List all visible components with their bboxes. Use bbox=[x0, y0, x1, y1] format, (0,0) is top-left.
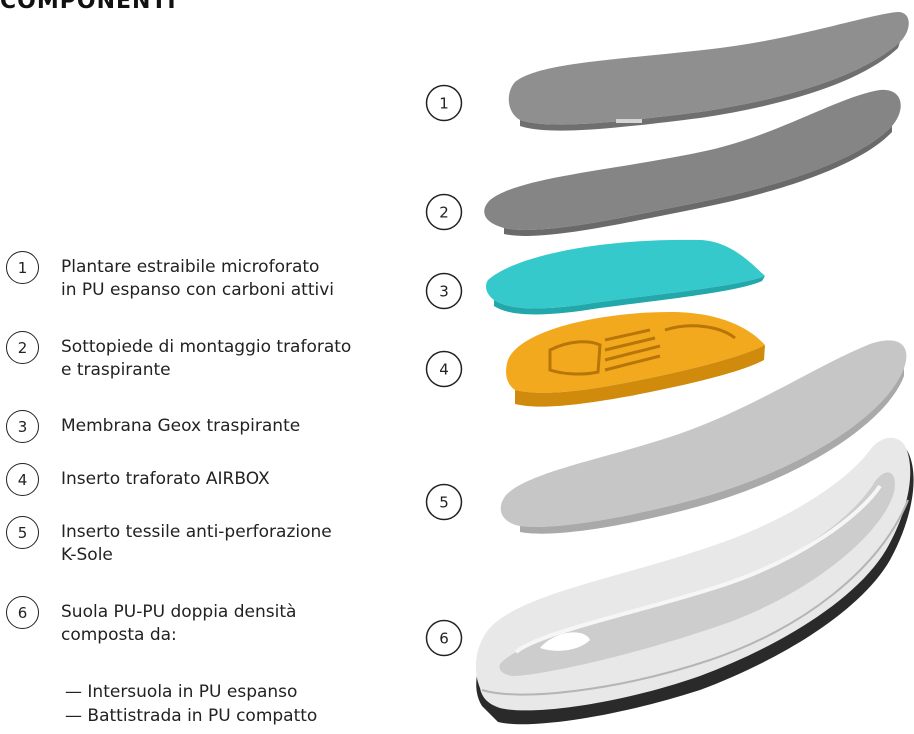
svg-text:6: 6 bbox=[439, 630, 449, 648]
svg-text:3: 3 bbox=[439, 283, 449, 301]
layer-marker-5: 5 bbox=[427, 485, 462, 520]
svg-text:1: 1 bbox=[439, 95, 449, 113]
layer-marker-1: 1 bbox=[427, 86, 462, 121]
exploded-sole-illustration: 1 2 3 4 5 6 bbox=[420, 0, 914, 730]
svg-text:4: 4 bbox=[439, 361, 449, 379]
sole-details-list: — Intersuola in PU espanso — Battistrada… bbox=[65, 680, 317, 728]
layer-marker-3: 3 bbox=[427, 274, 462, 309]
legend-text-5: Inserto tessile anti-perforazione K-Sole bbox=[61, 521, 332, 567]
legend-item-2: 2 Sottopiede di montaggio traforato e tr… bbox=[6, 331, 351, 382]
legend-item-4: 4 Inserto traforato AIRBOX bbox=[6, 463, 270, 496]
number-badge-4: 4 bbox=[6, 463, 39, 496]
sole-detail-midsole: — Intersuola in PU espanso bbox=[65, 680, 317, 704]
sole-detail-tread: — Battistrada in PU compatto bbox=[65, 704, 317, 728]
number-badge-1: 1 bbox=[6, 251, 39, 284]
number-badge-2: 2 bbox=[6, 331, 39, 364]
svg-text:5: 5 bbox=[439, 494, 449, 512]
legend-item-5: 5 Inserto tessile anti-perforazione K-So… bbox=[6, 516, 332, 567]
legend-item-1: 1 Plantare estraibile microforato in PU … bbox=[6, 251, 334, 302]
number-badge-3: 3 bbox=[6, 410, 39, 443]
legend-text-4: Inserto traforato AIRBOX bbox=[61, 468, 270, 491]
legend-item-3: 3 Membrana Geox traspirante bbox=[6, 410, 300, 443]
number-badge-6: 6 bbox=[6, 596, 39, 629]
legend-text-2: Sottopiede di montaggio traforato e tras… bbox=[61, 336, 351, 382]
svg-text:2: 2 bbox=[439, 204, 449, 222]
legend-text-1: Plantare estraibile microforato in PU es… bbox=[61, 256, 334, 302]
legend-text-3: Membrana Geox traspirante bbox=[61, 415, 300, 438]
layer-marker-2: 2 bbox=[427, 195, 462, 230]
components-legend: 1 Plantare estraibile microforato in PU … bbox=[0, 0, 420, 730]
legend-text-6: Suola PU-PU doppia densità composta da: bbox=[61, 601, 296, 647]
layer-airbox bbox=[506, 312, 765, 407]
layer-membrane bbox=[486, 240, 765, 315]
legend-item-6: 6 Suola PU-PU doppia densità composta da… bbox=[6, 596, 296, 647]
number-badge-5: 5 bbox=[6, 516, 39, 549]
sole-layers-svg: 1 2 3 4 5 6 bbox=[420, 0, 914, 730]
layer-marker-6: 6 bbox=[427, 621, 462, 656]
layer-marker-4: 4 bbox=[427, 352, 462, 387]
